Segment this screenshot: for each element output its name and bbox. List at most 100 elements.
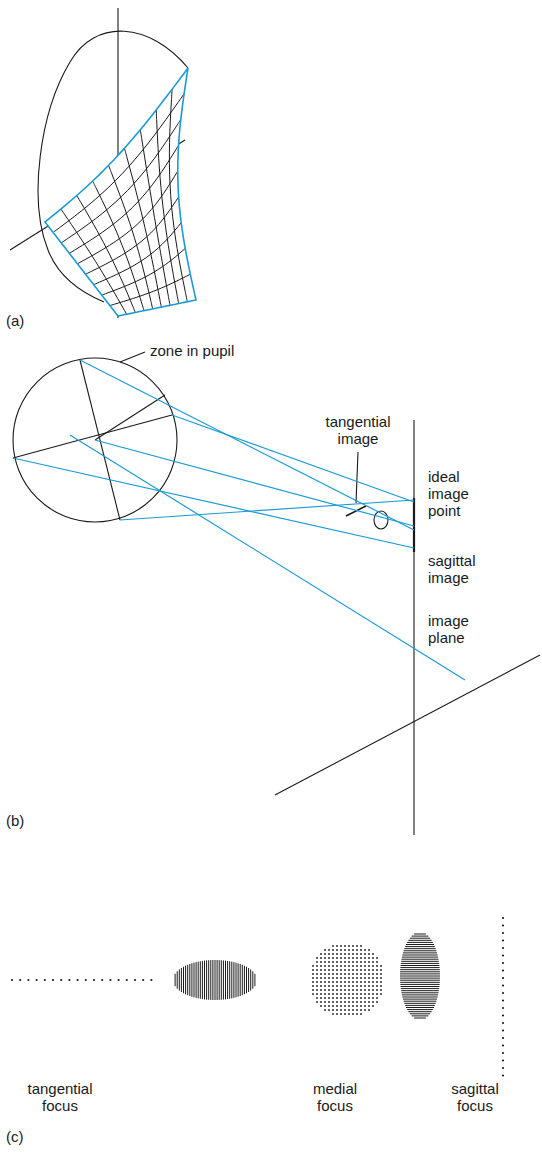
ray bbox=[80, 360, 414, 530]
astigmatic-blur bbox=[404, 948, 435, 949]
medial-blur bbox=[316, 961, 318, 963]
medial-blur bbox=[344, 953, 346, 955]
medial-blur bbox=[332, 961, 334, 963]
medial-blur bbox=[344, 1013, 346, 1015]
astigmatic-blur bbox=[401, 988, 439, 989]
medial-blur bbox=[340, 957, 342, 959]
medial-blur bbox=[344, 1005, 346, 1007]
astigmatic-blur bbox=[208, 960, 209, 1000]
medial-blur bbox=[336, 973, 338, 975]
focus-dot bbox=[126, 979, 128, 981]
astigmatic-blur bbox=[244, 966, 245, 995]
medial-blur bbox=[360, 945, 362, 947]
astigmatic-blur bbox=[198, 962, 199, 999]
medial-blur bbox=[344, 949, 346, 951]
medial-blur bbox=[340, 977, 342, 979]
image-plane-axis bbox=[275, 655, 540, 795]
medial-blur bbox=[340, 961, 342, 963]
astigmatic-blur bbox=[231, 962, 232, 999]
astigmatic-blur bbox=[225, 961, 226, 1000]
medial-blur bbox=[368, 965, 370, 967]
medial-blur bbox=[328, 1005, 330, 1007]
medial-blur bbox=[312, 973, 314, 975]
focus-dot bbox=[77, 979, 79, 981]
medial-blur bbox=[344, 1009, 346, 1011]
medial-blur bbox=[328, 1001, 330, 1003]
medial-blur bbox=[348, 989, 350, 991]
medial-blur bbox=[340, 1005, 342, 1007]
astigmatic-blur bbox=[210, 960, 211, 1000]
tangential-line-image bbox=[346, 506, 366, 516]
focus-label: sagittal focus bbox=[440, 1080, 510, 1114]
medial-blur bbox=[360, 973, 362, 975]
focus-dot bbox=[134, 979, 136, 981]
medial-blur bbox=[356, 985, 358, 987]
focus-dot bbox=[502, 954, 504, 956]
focus-dot bbox=[502, 977, 504, 979]
medial-blur bbox=[356, 989, 358, 991]
medial-blur bbox=[364, 1009, 366, 1011]
focus-dot bbox=[109, 979, 111, 981]
medial-blur bbox=[344, 981, 346, 983]
medial-blur bbox=[352, 989, 354, 991]
astigmatic-blur bbox=[215, 960, 216, 1000]
image-plane-axis bbox=[413, 420, 414, 835]
callout-label: ideal image point bbox=[428, 468, 480, 519]
focus-dot bbox=[85, 979, 87, 981]
medial-blur bbox=[360, 953, 362, 955]
medial-blur bbox=[332, 985, 334, 987]
medial-blur bbox=[324, 953, 326, 955]
medial-blur bbox=[340, 1013, 342, 1015]
pupil-diameter bbox=[13, 415, 172, 458]
astigmatic-blur bbox=[402, 994, 438, 995]
panel-letter: (b) bbox=[6, 812, 46, 829]
medial-blur bbox=[376, 977, 378, 979]
medial-blur bbox=[336, 981, 338, 983]
medial-blur bbox=[324, 965, 326, 967]
grid-line bbox=[69, 145, 178, 253]
medial-blur bbox=[368, 961, 370, 963]
medial-blur bbox=[336, 949, 338, 951]
medial-blur bbox=[324, 1005, 326, 1007]
astigmatic-blur bbox=[191, 963, 192, 996]
medial-blur bbox=[348, 985, 350, 987]
medial-blur bbox=[352, 1013, 354, 1015]
astigmatic-blur bbox=[183, 967, 184, 993]
medial-blur bbox=[344, 965, 346, 967]
medial-blur bbox=[336, 965, 338, 967]
medial-blur bbox=[356, 969, 358, 971]
medial-blur bbox=[348, 957, 350, 959]
medial-blur bbox=[336, 961, 338, 963]
medial-blur bbox=[356, 957, 358, 959]
medial-blur bbox=[312, 985, 314, 987]
astigmatic-blur bbox=[219, 960, 220, 1000]
medial-blur bbox=[352, 945, 354, 947]
astigmatic-blur bbox=[401, 963, 439, 964]
astigmatic-blur bbox=[254, 974, 255, 986]
grid-line bbox=[61, 209, 127, 314]
panel-letter: (c) bbox=[6, 1128, 46, 1145]
medial-blur bbox=[356, 1009, 358, 1011]
medial-blur bbox=[364, 957, 366, 959]
astigmatic-blur bbox=[401, 961, 439, 962]
focus-dot bbox=[52, 979, 54, 981]
medial-blur bbox=[352, 953, 354, 955]
medial-blur bbox=[352, 957, 354, 959]
focus-label: tangential focus bbox=[20, 1080, 100, 1114]
medial-blur bbox=[376, 973, 378, 975]
medial-blur bbox=[344, 997, 346, 999]
medial-blur bbox=[332, 945, 334, 947]
astigmatic-blur bbox=[407, 1009, 433, 1010]
astigmatic-blur bbox=[400, 980, 440, 981]
medial-blur bbox=[340, 1001, 342, 1003]
medial-blur bbox=[324, 957, 326, 959]
medial-blur bbox=[332, 949, 334, 951]
medial-blur bbox=[336, 993, 338, 995]
medial-blur bbox=[360, 961, 362, 963]
medial-blur bbox=[380, 985, 382, 987]
focus-dot bbox=[142, 979, 144, 981]
astigmatic-blur bbox=[401, 986, 440, 987]
medial-blur bbox=[352, 1001, 354, 1003]
astigmatic-blur bbox=[185, 966, 186, 995]
medial-blur bbox=[372, 961, 374, 963]
